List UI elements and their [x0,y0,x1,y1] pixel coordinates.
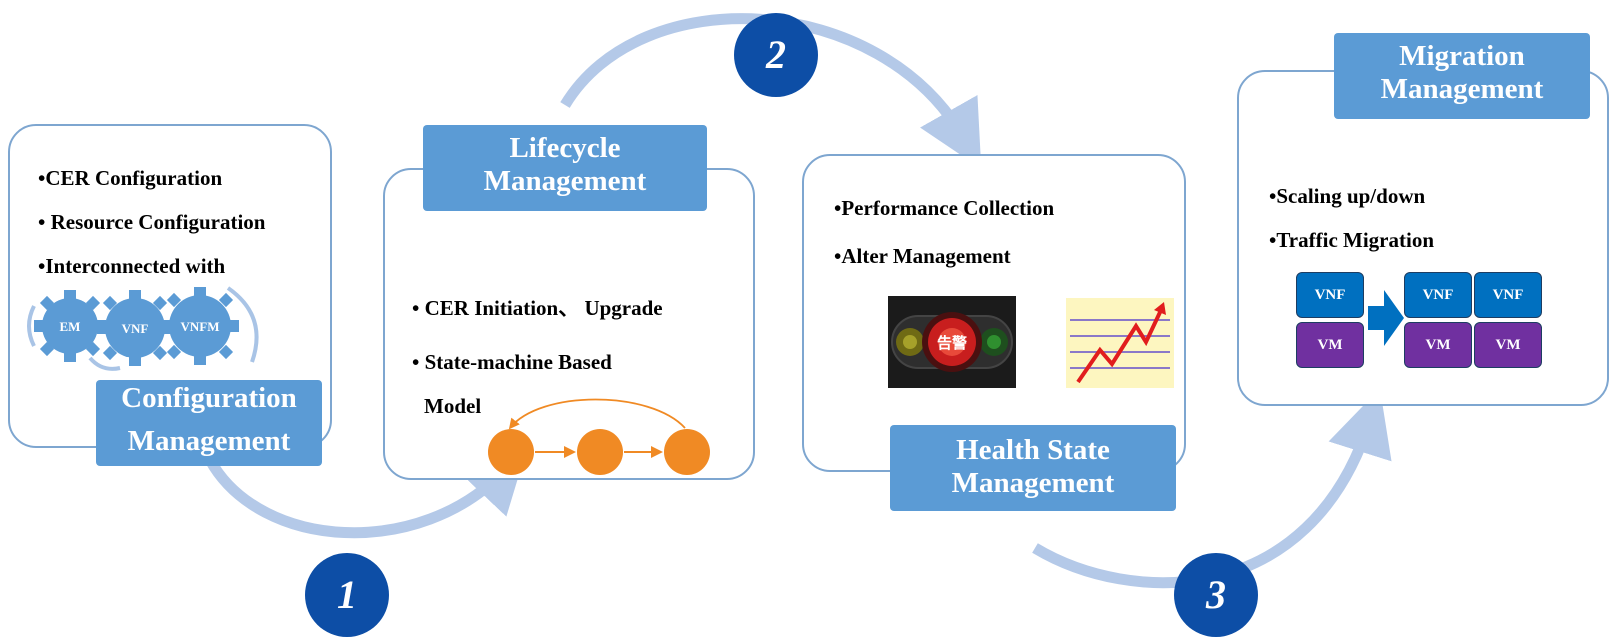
config-bullet-2: • Resource Configuration [38,210,266,234]
gear-icon: EM [34,290,106,362]
migration-bullet-2: •Traffic Migration [1269,228,1434,252]
alarm-label: 告警 [937,334,967,352]
configuration-title: Configuration Management [96,380,322,466]
configuration-title-line1: Configuration [121,382,297,414]
gear-label-em: EM [60,319,81,334]
migration-bullet-1: •Scaling up/down [1269,184,1426,208]
config-bullet-3: •Interconnected with [38,254,226,278]
flow-arrow-1 [205,446,528,539]
health-title-line1: Health State [956,434,1110,466]
migration-title-line1: Migration [1399,40,1525,72]
left-vm-box: VM [1296,322,1364,368]
right-vm-box-2: VM [1474,322,1542,368]
right-vnf-box-2: VNF [1474,272,1542,318]
config-bullet-1: •CER Configuration [38,166,223,190]
migration-title: Migration Management [1334,33,1590,119]
gear-icon: VNFM [161,287,239,365]
state-machine-icon [488,398,710,475]
lifecycle-panel [383,168,755,480]
health-title-line2: Management [951,467,1115,500]
lifecycle-bullet-2: • State-machine Based [412,350,612,374]
right-arrow-icon [1368,290,1404,346]
alarm-light-icon: 告警 [888,296,1016,388]
state-node-2 [577,429,623,475]
step-1-badge: 1 [305,553,389,637]
lifecycle-bullet-3: Model [424,394,482,418]
lifecycle-title: Lifecycle Management [423,125,707,211]
state-node-1 [488,429,534,475]
step-3-badge: 3 [1174,553,1258,637]
right-vm-box-1: VM [1404,322,1472,368]
gears-graphic: EM VNF VNFM [27,286,259,371]
left-vnf-box: VNF [1296,272,1364,318]
lifecycle-title-line2: Management [483,165,647,198]
state-loop-arrow [508,398,686,430]
configuration-title-line2: Management [127,425,291,458]
gear-label-vnf: VNF [122,321,149,336]
health-title: Health State Management [890,425,1176,511]
lifecycle-bullet-1: • CER Initiation、 Upgrade [412,296,663,320]
gear-label-vnfm: VNFM [181,319,220,334]
health-bullet-1: •Performance Collection [834,196,1055,220]
migration-title-line2: Management [1380,73,1544,106]
lifecycle-title-line1: Lifecycle [509,132,621,164]
step-2-badge: 2 [734,13,818,97]
state-node-3 [664,429,710,475]
trend-chart-icon [1066,298,1174,388]
right-vnf-box-1: VNF [1404,272,1472,318]
health-bullet-2: •Alter Management [834,244,1011,268]
